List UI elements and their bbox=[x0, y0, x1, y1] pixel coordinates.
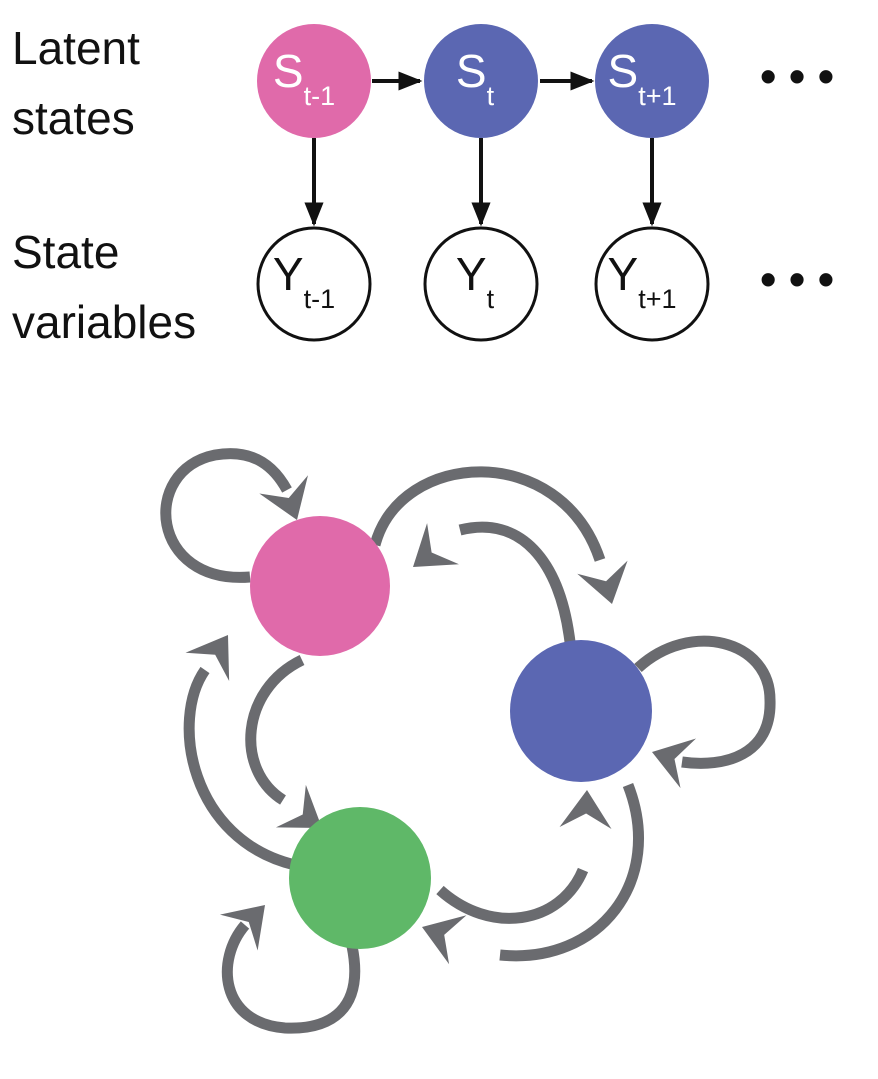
svg-text:Yt-1: Yt-1 bbox=[273, 248, 335, 314]
self-loop-pink-arrowhead bbox=[259, 475, 309, 520]
svg-text:St-1: St-1 bbox=[273, 45, 335, 111]
latent-node-symbol: S bbox=[608, 45, 639, 97]
observed-node-subscript: t bbox=[487, 284, 495, 314]
transition-green-to-blue-arrow bbox=[436, 867, 589, 924]
state-transition-arrows bbox=[160, 448, 776, 1034]
transition-blue-to-green-arrow bbox=[499, 783, 644, 962]
svg-text:Yt: Yt bbox=[456, 248, 495, 314]
latent-node-t-minus-1: St-1 bbox=[257, 24, 371, 138]
transition-green-to-pink-arrow bbox=[183, 666, 297, 871]
transition-green-to-blue-arrowhead bbox=[559, 790, 612, 829]
latent-node-subscript: t+1 bbox=[638, 81, 676, 111]
green-state-circle bbox=[289, 807, 431, 949]
observed-node-symbol: Y bbox=[456, 248, 487, 300]
transition-pink-to-green-arrow bbox=[245, 655, 305, 805]
latent-node-t: St bbox=[424, 24, 538, 138]
svg-text:St+1: St+1 bbox=[608, 45, 677, 111]
latent-node-circle bbox=[424, 24, 538, 138]
latent-label-line2: states bbox=[12, 92, 135, 144]
transition-pink-to-green-arrowhead bbox=[275, 784, 322, 828]
observed-label-line2: variables bbox=[12, 296, 196, 348]
observed-node-symbol: Y bbox=[608, 248, 639, 300]
transition-blue-to-pink-arrow bbox=[458, 521, 576, 643]
observed-node-circle bbox=[594, 226, 710, 342]
self-loop-blue-arrowhead bbox=[652, 738, 697, 789]
latent-node-circle bbox=[257, 24, 371, 138]
self-loop-green-arrow bbox=[221, 921, 361, 1034]
latent-node-subscript: t bbox=[487, 81, 495, 111]
transition-green-to-pink-arrowhead bbox=[185, 635, 230, 682]
pink-state-circle bbox=[250, 516, 390, 656]
transition-pink-to-blue-arrow bbox=[369, 466, 606, 562]
observed-node-circle bbox=[256, 226, 372, 342]
observed-node-circle bbox=[423, 226, 539, 342]
blue-state-circle bbox=[510, 640, 652, 782]
transition-blue-to-green-arrowhead bbox=[422, 915, 467, 965]
observed-label-line1: State bbox=[12, 226, 119, 278]
latent-ellipsis: • • • bbox=[760, 50, 834, 102]
transition-pink-to-blue-arrowhead bbox=[577, 560, 628, 604]
svg-text:Yt+1: Yt+1 bbox=[608, 248, 677, 314]
svg-text:St: St bbox=[456, 45, 495, 111]
latent-node-symbol: S bbox=[456, 45, 487, 97]
latent-node-circle bbox=[595, 24, 709, 138]
self-loop-blue-arrow bbox=[634, 635, 776, 769]
self-loop-green-arrowhead bbox=[219, 905, 265, 951]
observed-node-symbol: Y bbox=[273, 248, 304, 300]
observed-node-t-minus-1: Yt-1 bbox=[256, 226, 372, 342]
latent-label-line1: Latent bbox=[12, 22, 140, 74]
observed-node-t-plus-1: Yt+1 bbox=[594, 226, 710, 342]
transition-blue-to-pink-arrowhead bbox=[413, 523, 459, 567]
self-loop-pink-arrow bbox=[160, 448, 292, 583]
latent-node-subscript: t-1 bbox=[304, 81, 336, 111]
latent-node-t-plus-1: St+1 bbox=[595, 24, 709, 138]
observed-node-subscript: t-1 bbox=[304, 284, 336, 314]
latent-node-symbol: S bbox=[273, 45, 304, 97]
observed-node-t: Yt bbox=[423, 226, 539, 342]
observed-node-subscript: t+1 bbox=[638, 284, 676, 314]
observed-ellipsis: • • • bbox=[760, 253, 834, 305]
